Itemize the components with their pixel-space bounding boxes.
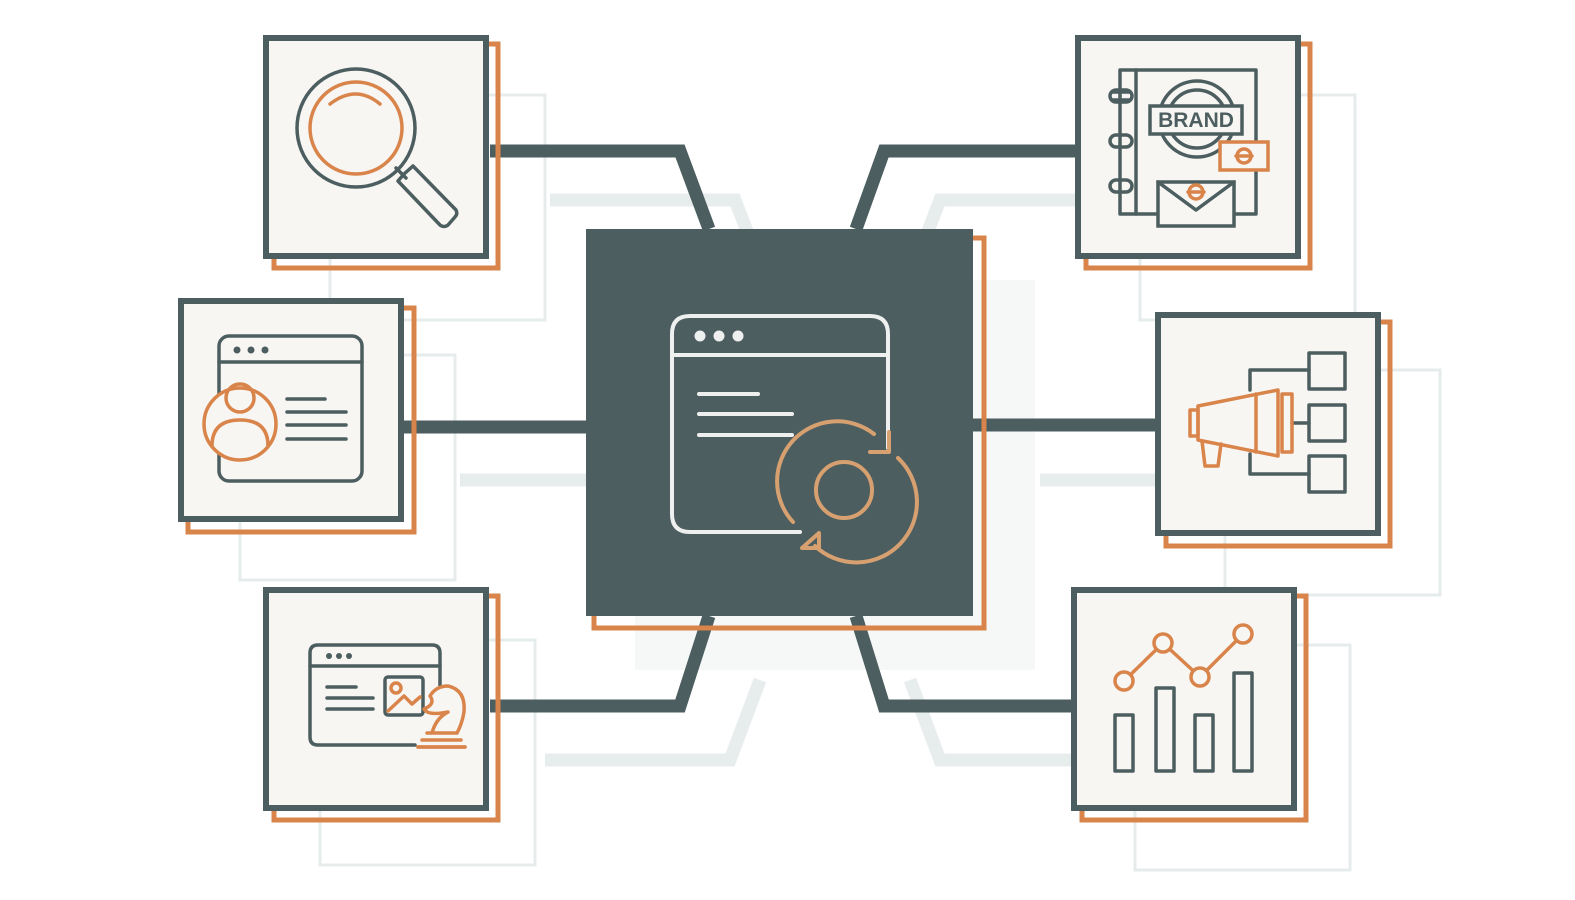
user-profile-page-icon xyxy=(202,334,364,483)
megaphone-hierarchy-icon xyxy=(1188,351,1347,494)
growth-chart-icon xyxy=(1113,623,1254,773)
center-hub xyxy=(586,229,987,631)
browser-refresh-icon xyxy=(670,314,919,565)
magnifying-glass-icon xyxy=(295,67,459,229)
connector-analytics xyxy=(849,614,1076,713)
brand-book-icon: BRAND xyxy=(1108,68,1270,228)
node-strategy xyxy=(263,587,501,823)
web-content-strategy-icon xyxy=(308,643,467,749)
connector-brand xyxy=(849,144,1078,232)
node-brand: BRAND xyxy=(1075,35,1313,271)
connector-strategy xyxy=(490,614,716,713)
connector-research xyxy=(490,144,716,232)
node-profile xyxy=(178,298,417,535)
node-research xyxy=(263,35,501,271)
connectors xyxy=(404,144,1158,713)
brand-label: BRAND xyxy=(1158,109,1234,132)
node-marketing xyxy=(1155,312,1393,549)
node-analytics xyxy=(1071,587,1309,823)
